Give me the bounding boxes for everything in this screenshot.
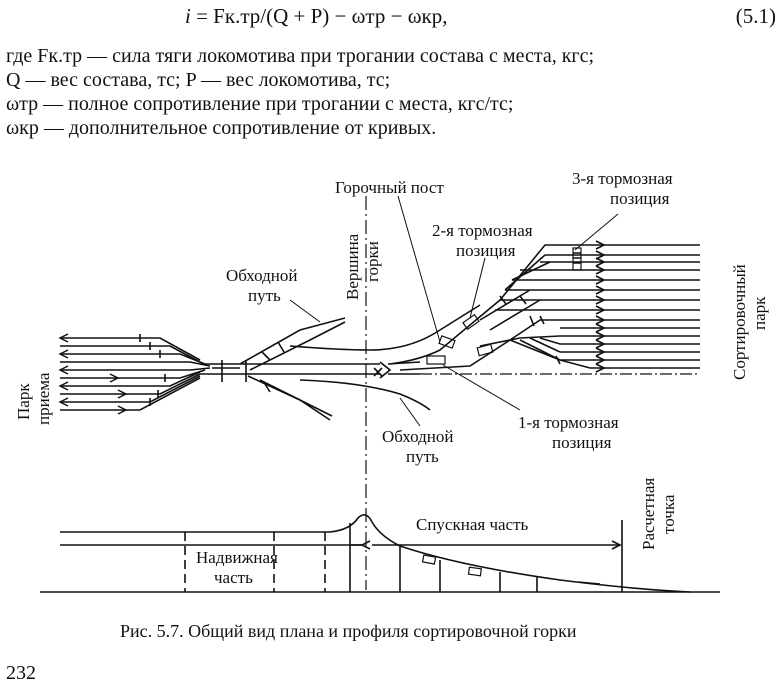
definitions-block: где Fк.тр — сила тяги локомотива при тро…: [6, 44, 594, 140]
hump-profile: [40, 514, 720, 593]
label-vershina-1: Вершина: [343, 233, 362, 300]
label-tormoz-2-2: позиция: [456, 241, 516, 260]
formula-lhs: i: [185, 4, 191, 28]
formula-5-1: i = Fк.тр/(Q + P) − ωтр − ωкр,: [185, 4, 447, 29]
bypass-track-top: [239, 304, 481, 371]
label-park-priema-1: Парк: [14, 383, 33, 420]
label-nadvizhnaya-1: Надвижная: [196, 548, 278, 567]
equation-number: (5.1): [735, 4, 776, 28]
label-tormoz-2-1: 2-я тормозная: [432, 221, 533, 240]
definition-line-1: где Fк.тр — сила тяги локомотива при тро…: [6, 45, 595, 67]
main-lead-tracks: [200, 360, 421, 382]
bypass-track-bottom: [247, 375, 431, 421]
label-bypass-top-2: путь: [248, 286, 281, 305]
label-tormoz-3-2: позиция: [610, 189, 670, 208]
label-bypass-bottom-2: путь: [406, 447, 439, 466]
label-sort-park-2: парк: [750, 296, 769, 330]
label-tormoz-3-1: 3-я тормозная: [572, 169, 673, 188]
label-nadvizhnaya-2: часть: [214, 568, 253, 587]
label-sort-park-1: Сортировочный: [730, 264, 749, 380]
label-tormoz-1-1: 1-я тормозная: [518, 413, 619, 432]
label-bypass-bottom-1: Обходной: [382, 427, 454, 446]
definition-line-2: Q — вес состава, тс; P — вес локомотива,…: [6, 69, 391, 91]
definition-line-4: ωкр — дополнительное сопротивление от кр…: [6, 117, 437, 139]
hump-lead-and-fan: [373, 240, 700, 377]
label-raschetnaya-1: Расчетная: [639, 478, 658, 550]
receiving-park-tracks: [58, 333, 211, 415]
label-gorochny-post: Горочный пост: [335, 178, 444, 197]
label-spusknaya: Спускная часть: [416, 515, 529, 534]
label-park-priema-2: приема: [34, 372, 53, 425]
page-number: 232: [6, 662, 36, 684]
figure-caption: Рис. 5.7. Общий вид плана и профиля сорт…: [120, 621, 577, 641]
formula-rhs: = Fк.тр/(Q + P) − ωтр − ωкр,: [190, 4, 448, 28]
leader-lines: [289, 195, 619, 427]
label-vershina-2: горки: [363, 241, 382, 282]
label-tormoz-1-2: позиция: [552, 433, 612, 452]
label-bypass-top-1: Обходной: [226, 266, 298, 285]
definition-line-3: ωтр — полное сопротивление при трогании …: [6, 93, 514, 115]
label-raschetnaya-2: точка: [659, 494, 678, 534]
